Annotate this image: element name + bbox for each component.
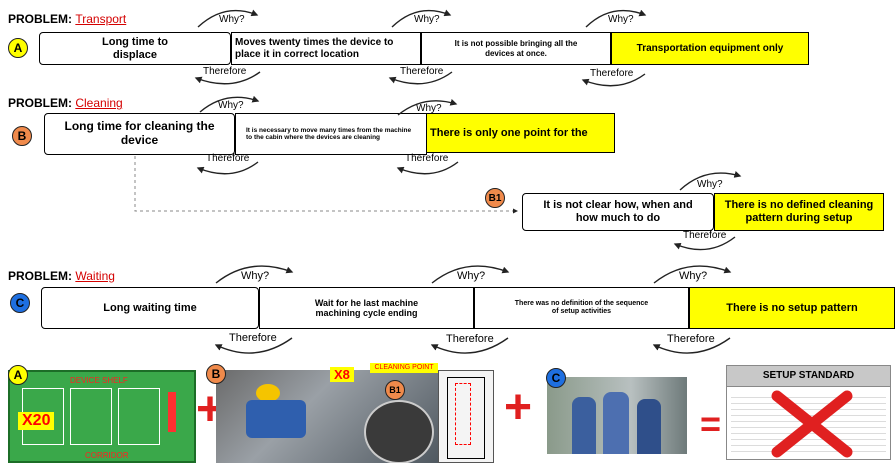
chain-b-step-1: Long time for cleaning the device (44, 113, 235, 155)
chain-a-step-1: Long time to displace (39, 32, 231, 65)
why-arrow-a2 (391, 9, 452, 28)
cleaning-point-zoom (364, 400, 434, 463)
problem-prefix: PROBLEM: (8, 269, 76, 283)
problem-name-cleaning[interactable]: Cleaning (75, 96, 123, 110)
why-arrow-c3 (653, 265, 732, 284)
therefore-label-c1: Therefore (229, 332, 277, 344)
shelf-rack-3 (118, 388, 160, 445)
therefore-label-c3: Therefore (667, 333, 715, 345)
problem-name-transport[interactable]: Transport (75, 12, 127, 26)
why-label-b1: Why? (218, 100, 244, 111)
operator-1 (572, 397, 596, 454)
machine-marker (168, 392, 176, 432)
cleaning-multiplier: X8 (330, 367, 354, 382)
drawing-cleaning-area (438, 370, 494, 463)
operator-3 (637, 399, 661, 454)
why-arrow-a3 (585, 9, 647, 28)
why-label-a1: Why? (219, 14, 245, 25)
why-label-b1-row: Why? (697, 179, 723, 190)
badge-c: C (10, 293, 30, 313)
badge-a: A (8, 38, 28, 58)
why-label-c3: Why? (679, 270, 708, 282)
chain-b-step-2: It is necessary to move many times from … (235, 113, 427, 155)
problem-title-cleaning: PROBLEM: Cleaning (8, 96, 123, 110)
chain-a-step-4: Transportation equipment only (611, 32, 809, 65)
badge-b1-photo: B1 (385, 380, 405, 400)
chain-b-step-3: There is only one point for the (426, 113, 615, 153)
photo-device-shelf: DEVICE SHELF X20 CORRIDOR (8, 370, 196, 463)
chain-a-step-2: Moves twenty times the device to place i… (231, 32, 421, 65)
therefore-label-a1: Therefore (203, 66, 247, 77)
why-arrow-a1 (197, 9, 259, 28)
corridor-label: CORRIDOR (85, 451, 129, 460)
dashed-connector-b-b1 (134, 156, 518, 214)
therefore-arrow-a1 (194, 71, 261, 85)
why-label-b2: Why? (416, 103, 442, 114)
therefore-label-b1-row: Therefore (683, 230, 727, 241)
therefore-label-a2: Therefore (400, 66, 444, 77)
chain-c-step-3: There was no definition of the sequence … (474, 287, 689, 329)
problem-title-transport: PROBLEM: Transport (8, 12, 126, 26)
badge-b: B (12, 126, 32, 146)
problem-prefix: PROBLEM: (8, 12, 76, 26)
why-arrow-c2 (431, 265, 510, 284)
therefore-label-b2: Therefore (405, 153, 449, 164)
shelf-multiplier: X20 (18, 412, 55, 430)
chain-b1-step-1: It is not clear how, when and how much t… (522, 193, 714, 231)
therefore-arrow-c1 (214, 337, 293, 354)
photo-cleaning-operator (216, 370, 438, 463)
problem-name-waiting[interactable]: Waiting (75, 269, 115, 283)
therefore-arrow-a2 (388, 71, 453, 85)
photo-waiting-operators (547, 377, 687, 454)
chain-c-step-1: Long waiting time (41, 287, 259, 329)
chain-b1-step-2: There is no defined cleaning pattern dur… (714, 193, 884, 231)
operator-helmet (256, 384, 280, 402)
therefore-arrow-c2 (430, 337, 509, 354)
drawing-highlight (455, 383, 471, 445)
therefore-label-c2: Therefore (446, 333, 494, 345)
therefore-arrow-b1 (196, 161, 259, 175)
badge-a-photo: A (8, 365, 28, 385)
operator-2 (603, 392, 629, 454)
drawing-frame (447, 377, 485, 459)
why-arrow-b2 (397, 98, 458, 116)
therefore-arrow-a3 (581, 73, 646, 87)
operator-body (246, 400, 306, 438)
shelf-rack-2 (70, 388, 112, 445)
why-label-a3: Why? (608, 14, 634, 25)
therefore-arrow-b2 (396, 161, 459, 175)
problem-title-waiting: PROBLEM: Waiting (8, 269, 115, 283)
why-label-a2: Why? (414, 14, 440, 25)
therefore-arrow-c3 (652, 337, 731, 354)
why-arrow-b1 (199, 95, 260, 113)
device-shelf-label: DEVICE SHELF (70, 376, 128, 385)
therefore-label-a3: Therefore (590, 68, 634, 79)
setup-standard-title: SETUP STANDARD (727, 366, 890, 387)
badge-b1: B1 (485, 188, 505, 208)
therefore-label-b1: Therefore (206, 153, 250, 164)
why-label-c1: Why? (241, 270, 270, 282)
why-arrow-b1-row (679, 171, 742, 191)
chain-c-step-2: Wait for he last machine machining cycle… (259, 287, 474, 329)
badge-b-photo: B (206, 364, 226, 384)
setup-standard-document: SETUP STANDARD (726, 365, 891, 460)
why-label-c2: Why? (457, 270, 486, 282)
badge-c-photo: C (546, 368, 566, 388)
problem-prefix: PROBLEM: (8, 96, 76, 110)
cleaning-point-label: CLEANING POINT (370, 363, 438, 373)
chain-a-step-3: It is not possible bringing all the devi… (421, 32, 611, 65)
plus-sign-2: + (504, 381, 533, 434)
reject-x-icon (771, 390, 853, 458)
equals-sign: = (700, 403, 722, 444)
why-arrow-c1 (215, 265, 294, 284)
therefore-arrow-b1-row (673, 236, 736, 251)
